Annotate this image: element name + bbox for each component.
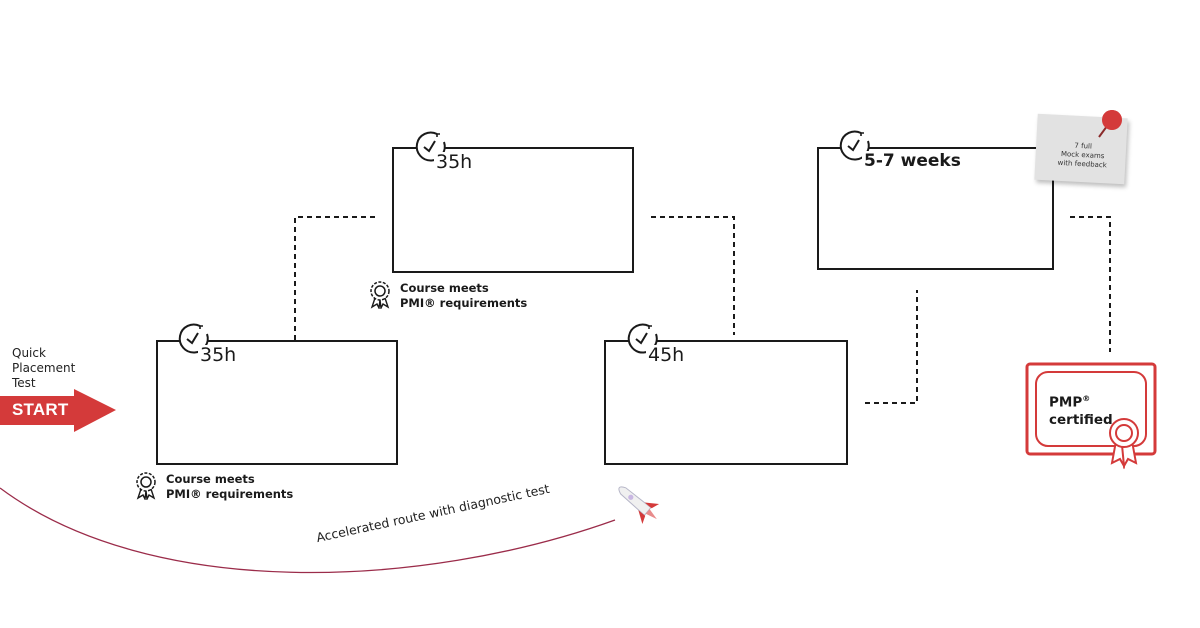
step-4-duration: 5-7 weeks	[862, 151, 963, 171]
award-icon	[370, 281, 390, 309]
pmi-note-line: PMI® requirements	[400, 296, 528, 310]
award-icon	[136, 472, 156, 500]
connector-step2-step3	[651, 216, 735, 335]
step-box-1	[156, 340, 398, 465]
placement-label-line: Quick	[12, 346, 46, 360]
pmi-note-line: Course meets	[166, 472, 255, 486]
placement-label-line: Placement	[12, 361, 76, 375]
certificate-subtitle: certified	[1049, 411, 1113, 428]
registered-mark: ®	[1082, 394, 1091, 403]
placement-test-label: Quick Placement Test	[12, 346, 75, 391]
accelerated-route-curve	[0, 487, 616, 574]
step-box-3	[604, 340, 848, 465]
pmi-note-line: PMI® requirements	[166, 487, 294, 501]
pmi-requirement-note: Course meets PMI® requirements	[368, 281, 527, 311]
step-1-duration: 35h	[198, 344, 239, 366]
certificate-icon	[1025, 362, 1157, 470]
step-box-4	[817, 147, 1054, 270]
placement-label-line: Test	[12, 376, 36, 390]
connector-step3-step4	[865, 290, 918, 404]
rocket-icon	[618, 486, 660, 524]
connector-step4-cert	[1070, 216, 1111, 352]
certificate-title: PMP	[1049, 394, 1083, 411]
start-button[interactable]: START	[12, 400, 69, 419]
step-box-2	[392, 147, 634, 273]
pmi-requirement-note: Course meets PMI® requirements	[134, 472, 293, 502]
step-2-duration: 35h	[434, 151, 475, 173]
step-3-duration: 45h	[646, 344, 687, 366]
connector-step1-step2	[294, 216, 378, 340]
pmi-note-line: Course meets	[400, 281, 489, 295]
mock-exams-sticky-note: 7 full Mock exams with feedback	[1034, 113, 1128, 185]
certificate-label: PMP® certified	[1049, 390, 1113, 429]
start-arrow-icon[interactable]	[0, 389, 118, 433]
